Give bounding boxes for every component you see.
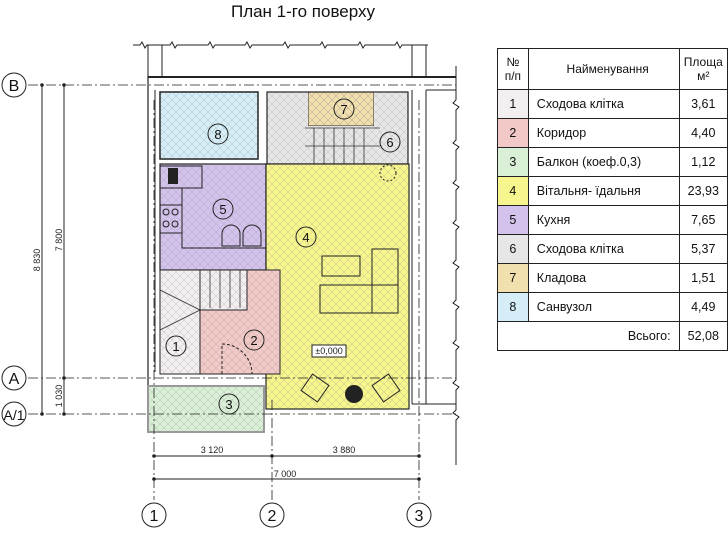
row-area: 1,12 [678, 147, 728, 177]
row-area: 3,61 [678, 89, 728, 119]
room-marker-2: 2 [250, 333, 257, 348]
dim-2-3: 3 880 [333, 445, 356, 455]
row-name: Вітальня- їдальня [527, 176, 680, 206]
row-no: 1 [497, 89, 529, 119]
row-area: 4,40 [678, 118, 728, 148]
row-area: 5,37 [678, 234, 728, 264]
row-name: Кухня [527, 205, 680, 235]
axis-label-2: 2 [268, 508, 277, 525]
total-area: 52,08 [678, 321, 728, 351]
axis-label-1: 1 [150, 508, 159, 525]
row-name: Кладова [527, 263, 680, 293]
row-name: Санвузол [527, 292, 680, 322]
row-name: Коридор [527, 118, 680, 148]
axis-marker-row-v [1, 72, 27, 98]
plan-title: План 1-го поверху [230, 2, 376, 21]
dim-total-horizontal: 7 000 [274, 469, 297, 479]
room-marker-6: 6 [386, 135, 393, 150]
row-no: 2 [497, 118, 529, 148]
row-area: 7,65 [678, 205, 728, 235]
header-name: Найменування [527, 48, 680, 90]
row-no: 4 [497, 176, 529, 206]
floor-plan-drawing: В А А/1 1 2 3 1 2 3 4 5 6 7 8 ±0,000 3 1… [1, 41, 460, 528]
axis-marker-row-a1 [1, 401, 27, 427]
axis-label-a: А [9, 371, 20, 388]
room-marker-8: 8 [214, 127, 221, 142]
level-mark: ±0,000 [315, 346, 342, 356]
row-area: 23,93 [678, 176, 728, 206]
row-no: 6 [497, 234, 529, 264]
dim-main-vertical: 7 800 [54, 229, 64, 252]
row-name: Сходова клітка [527, 89, 680, 119]
table-total-row: Всього: 52,08 [497, 321, 728, 351]
row-area: 1,51 [678, 263, 728, 293]
dim-1-2: 3 120 [201, 445, 224, 455]
room-marker-5: 5 [219, 202, 226, 217]
row-name: Сходова клітка [527, 234, 680, 264]
row-no: 8 [497, 292, 529, 322]
axis-marker-col-3 [406, 502, 432, 528]
row-name: Балкон (коеф.0,3) [527, 147, 680, 177]
dim-total-vertical: 8 830 [32, 249, 42, 272]
total-label: Всього: [497, 321, 680, 351]
dim-balcony-vertical: 1 030 [54, 385, 64, 408]
axis-label-v: В [9, 78, 20, 95]
axis-label-3: 3 [415, 508, 424, 525]
row-no: 5 [497, 205, 529, 235]
axis-marker-col-2 [259, 502, 285, 528]
room-marker-7: 7 [340, 102, 347, 117]
room-marker-1: 1 [172, 339, 179, 354]
axis-marker-row-a [1, 365, 27, 391]
axis-label-a1: А/1 [3, 407, 24, 423]
row-no: 7 [497, 263, 529, 293]
row-area: 4,49 [678, 292, 728, 322]
room-marker-3: 3 [225, 397, 232, 412]
axis-marker-col-1 [141, 502, 167, 528]
room-marker-4: 4 [302, 230, 309, 245]
row-no: 3 [497, 147, 529, 177]
